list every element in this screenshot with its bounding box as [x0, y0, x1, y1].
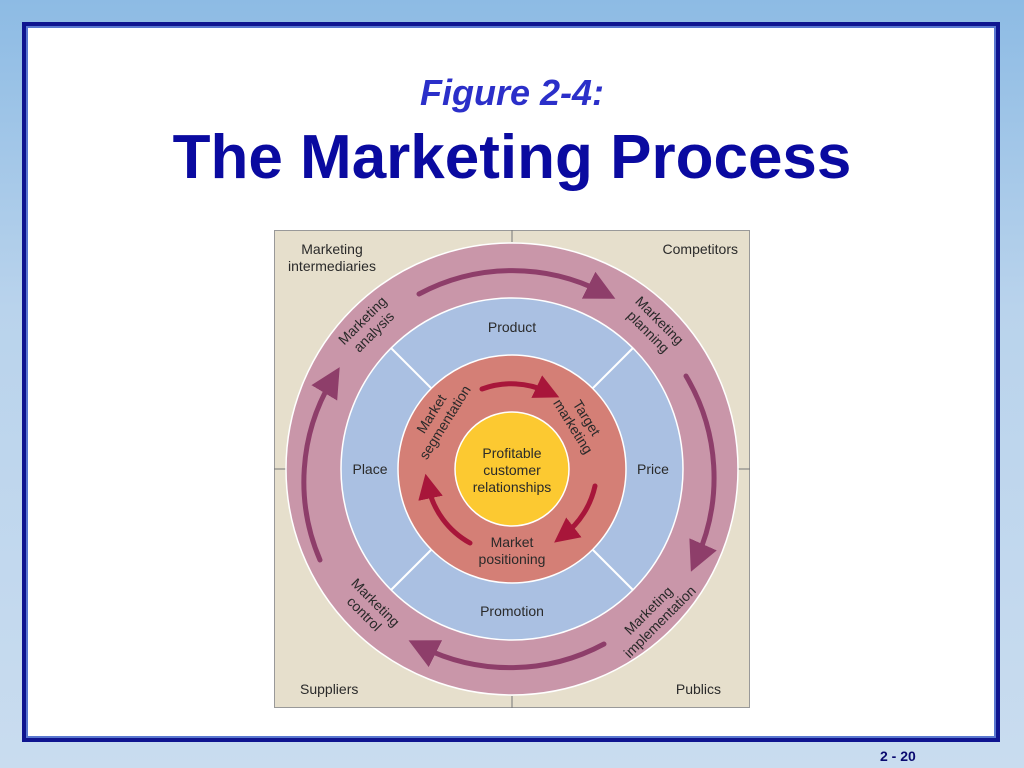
marketing-process-diagram: Marketing intermediaries Competitors Sup…	[274, 230, 750, 708]
corner-publics: Publics	[676, 681, 721, 697]
corner-competitors: Competitors	[663, 241, 738, 257]
inner-arrow-left	[418, 473, 473, 546]
crosshair-ticks	[274, 230, 750, 708]
slide-title: The Marketing Process	[172, 123, 852, 192]
center-circle	[454, 411, 570, 527]
center-line1: Profitable	[482, 445, 541, 461]
label-product: Product	[488, 319, 536, 335]
center-line3: relationships	[473, 479, 552, 495]
corner-intermediaries-line2: intermediaries	[288, 258, 376, 274]
corner-intermediaries-line1: Marketing	[301, 241, 362, 257]
outer-arrow-left	[301, 367, 340, 563]
label-price: Price	[637, 461, 669, 477]
outer-arrow-right	[683, 373, 717, 572]
corner-suppliers: Suppliers	[300, 681, 358, 697]
inner-arrow-top	[479, 375, 560, 398]
label-place: Place	[352, 461, 387, 477]
label-promotion: Promotion	[480, 603, 544, 619]
inner-arrow-right	[554, 483, 598, 543]
outer-arrow-bottom	[408, 640, 607, 671]
label-market-positioning-line1: Market	[491, 534, 534, 550]
slide-subtitle: Figure 2-4:	[419, 72, 605, 113]
label-market-positioning-line2: positioning	[479, 551, 546, 567]
outer-arrow-top	[416, 268, 616, 299]
page-number: 2 - 20	[880, 748, 916, 764]
middle-ring-dividers	[390, 347, 634, 591]
center-line2: customer	[483, 462, 541, 478]
